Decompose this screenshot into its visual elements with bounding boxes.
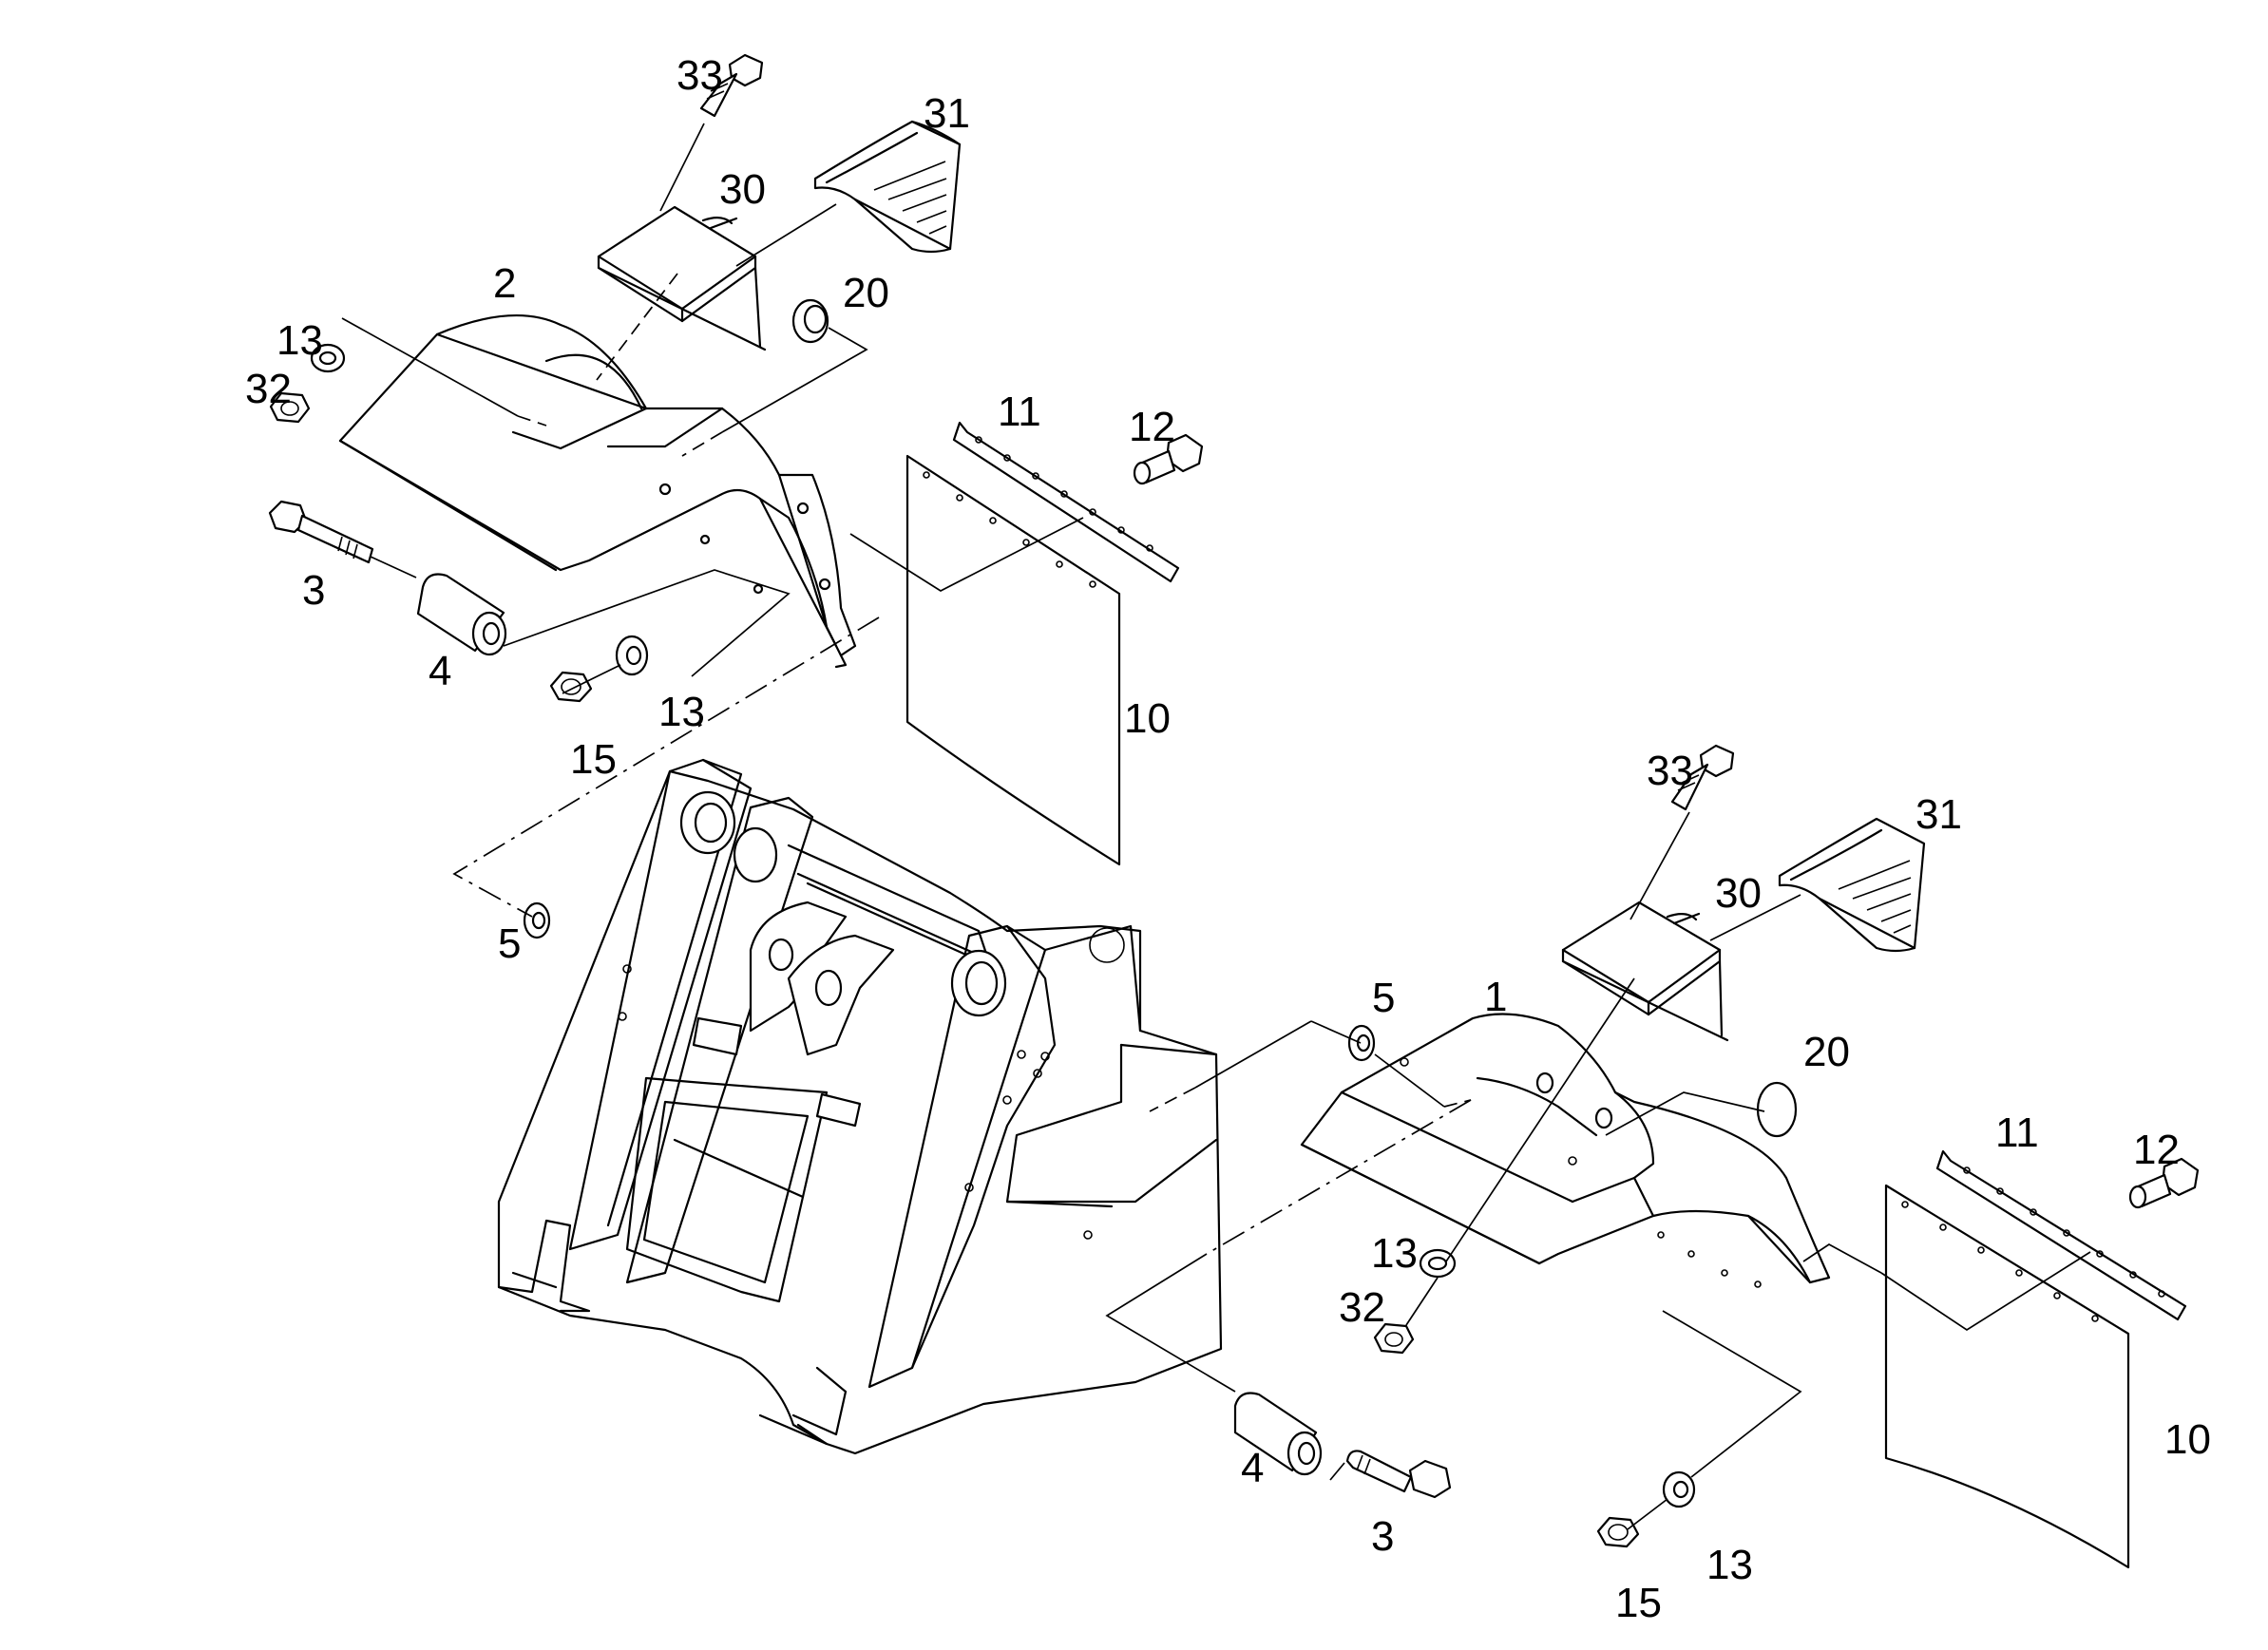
callout-1-c1: 1 [1484,974,1507,1020]
callout-30-c30a: 30 [719,166,766,213]
chassis-frame [497,758,1223,1455]
bolt-part-33 [699,53,764,118]
callout-4-c4a: 4 [429,648,451,694]
strip-part-11-upper [952,421,1180,583]
callout-15-c15b: 15 [1615,1580,1662,1626]
callout-10-c10b: 10 [2164,1416,2211,1463]
nut-part-15-upper [549,671,593,703]
callout-13-c13b: 13 [658,689,705,735]
callout-15-c15a: 15 [570,736,617,783]
callout-33-c33b: 33 [1647,748,1693,794]
washer-part-5-lower [1347,1024,1376,1062]
callout-12-c12a: 12 [1129,404,1175,450]
fender-part-1 [1300,1013,1831,1288]
callout-5-c5b: 5 [1372,975,1395,1021]
callout-11-c11a: 11 [998,389,1041,435]
lower-fender-assembly [523,744,2200,1569]
callout-31-c31a: 31 [924,90,970,137]
bolt-part-3-upper [268,500,374,564]
callout-5-c5a: 5 [498,920,521,967]
callout-20-c20a: 20 [843,270,889,316]
washer-part-13-lower-upper [615,635,649,676]
cap-part-20 [791,298,829,344]
plate-bracket-upper [597,205,767,351]
plate-bracket-lower [1561,901,1729,1042]
callout-20-c20b: 20 [1803,1029,1850,1075]
nut-part-32-upper [269,391,311,424]
fender-part-2 [338,313,857,669]
callout-13-c13c: 13 [1371,1230,1418,1277]
mudflap-part-10-upper [905,454,1121,866]
spacer-part-4-lower [1233,1392,1323,1476]
callout-32-c32b: 32 [1339,1284,1385,1331]
upper-fender-assembly [268,53,1204,866]
callout-32-c32a: 32 [245,366,292,412]
washer-part-13-mid [1419,1248,1457,1279]
wheel-chock-part-31 [813,120,962,254]
callout-3-c3a: 3 [302,567,325,614]
washer-part-13-lower [1662,1470,1696,1508]
callout-30-c30b: 30 [1715,870,1762,917]
nut-part-15-lower [1596,1516,1640,1548]
callout-2-c2: 2 [493,260,516,307]
callout-4-c4b: 4 [1241,1445,1264,1491]
strip-part-11-lower [1935,1149,2187,1321]
callout-11-c11b: 11 [1995,1109,2039,1156]
bolt-part-12-lower [2128,1157,2200,1209]
bolt-part-3-lower [1345,1450,1452,1499]
cap-part-20-lower [1756,1081,1798,1138]
nut-part-32-lower [1373,1322,1415,1355]
callout-31-c31b: 31 [1915,791,1962,838]
washer-part-5-upper [523,901,551,939]
mudflap-part-10-lower [1884,1184,2130,1569]
callout-3-c3b: 3 [1371,1513,1394,1560]
callout-13-c13d: 13 [1706,1542,1753,1588]
bolt-part-12-upper [1133,433,1204,485]
spacer-part-4-upper [416,573,507,656]
assembly-lines [341,123,2091,1530]
callout-12-c12b: 12 [2133,1127,2180,1173]
callout-33-c33a: 33 [677,52,723,99]
callout-10-c10a: 10 [1124,695,1171,742]
bolt-part-33-lower [1670,744,1735,811]
callout-13-c13a: 13 [276,317,323,364]
washer-part-13-upper [310,343,346,373]
wheel-chock-part-31-lower [1778,817,1926,953]
